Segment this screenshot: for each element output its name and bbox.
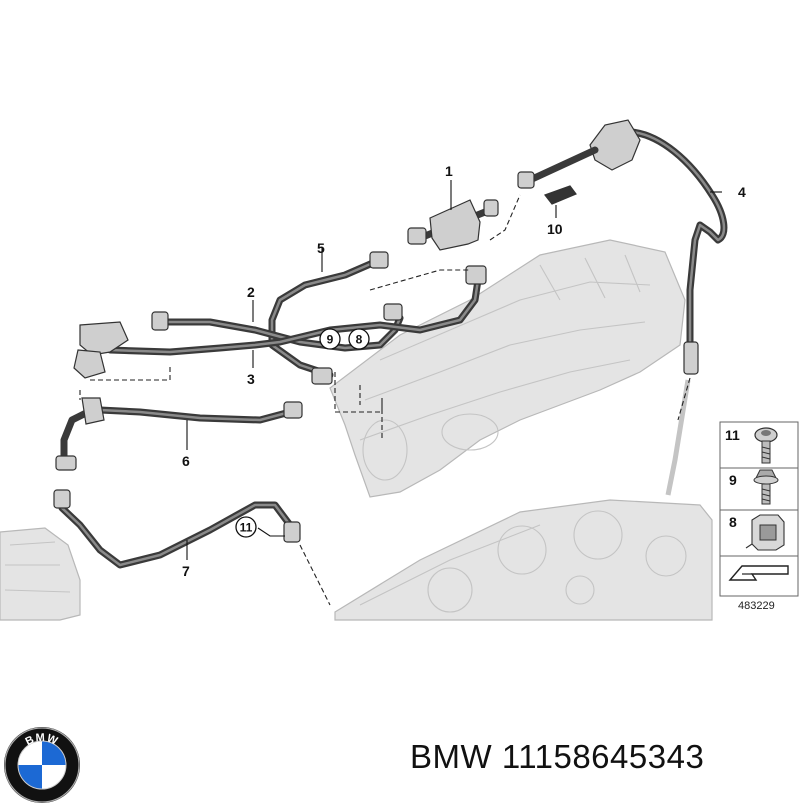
assembly-lines: [79, 194, 691, 606]
ghost-pipe-right: [665, 379, 691, 496]
hose-4: [628, 128, 728, 375]
direction-arrow-icon: [728, 565, 789, 581]
callout-1: 1: [445, 163, 453, 179]
t-piece-part-1: [407, 199, 499, 251]
callout-2: 2: [247, 284, 255, 300]
circled-callout-11: 11: [240, 521, 253, 535]
callout-5: 5: [317, 240, 325, 256]
engine-block-ghost: [334, 499, 713, 621]
callout-4: 4: [738, 184, 746, 200]
vent-valve: [517, 119, 641, 189]
logo-lettering: BMW: [24, 732, 59, 748]
brand-part-number: BMW 11158645343: [410, 738, 705, 775]
callout-10: 10: [547, 221, 563, 237]
flange-bolt-icon: [753, 469, 779, 505]
hose-7: [53, 489, 301, 569]
circled-callout-9: 9: [327, 333, 334, 347]
legend-number-11: 11: [725, 427, 740, 443]
callouts: 1 2 3 4 5 6 7 10 9 8 11: [182, 163, 746, 579]
fastener-legend: 11 9 8 483229: [719, 421, 799, 612]
bracket-part-10: [544, 185, 577, 205]
leader-lines: [186, 180, 722, 560]
bmw-logo-icon: BMW: [4, 727, 80, 803]
callout-7: 7: [182, 563, 190, 579]
circled-callout-8: 8: [356, 333, 363, 347]
hose-5: [268, 251, 389, 379]
turbo-intake-ghost: [0, 527, 81, 621]
circled-callout-8-ring: [348, 328, 370, 350]
callout-3: 3: [247, 371, 255, 387]
quick-connector: [683, 341, 699, 375]
svg-text:BMW: BMW: [24, 732, 60, 748]
legend-number-9: 9: [729, 472, 737, 488]
hose-6: [55, 397, 303, 471]
valve-cluster-left: [73, 311, 333, 385]
legend-number-8: 8: [729, 514, 737, 530]
intake-manifold-ghost: [329, 239, 686, 498]
legend-cell-arrow: [719, 555, 799, 597]
clip-icon: [745, 514, 785, 551]
torx-screw-icon: [754, 427, 778, 464]
circled-callout-9-ring: [319, 328, 341, 350]
circled-callout-11-ring: [235, 516, 257, 538]
diagram-id: 483229: [738, 600, 775, 612]
callout-6: 6: [182, 453, 190, 469]
